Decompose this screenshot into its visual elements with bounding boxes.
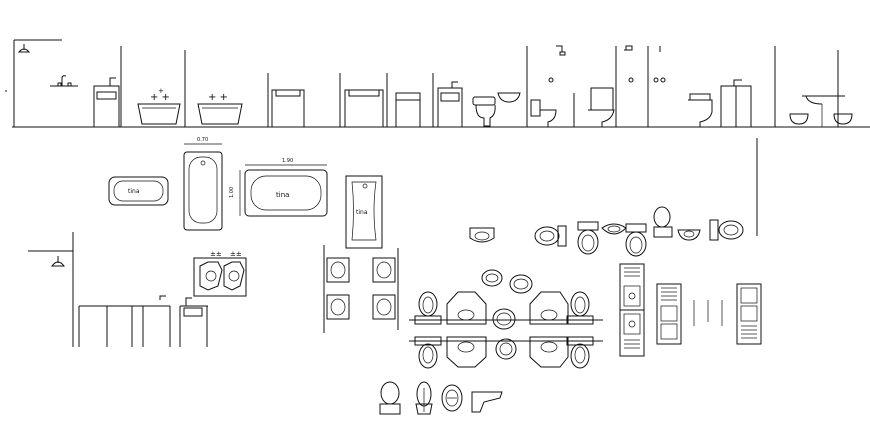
center-fixture-cluster (409, 269, 603, 369)
toilet-elevation-front (653, 206, 673, 238)
svg-text:+: + (158, 87, 164, 95)
bathtub-elevation-1: + + + (137, 87, 181, 125)
wall-basin-plan (469, 227, 495, 243)
toilet-plan-1 (534, 225, 567, 247)
round-basin-3 (492, 308, 516, 330)
wall-sink-elevation (50, 75, 78, 87)
sink-cabinet-elevation-1 (271, 89, 305, 128)
toilet-elevation-1 (472, 96, 496, 127)
toilet-plan-6 (414, 336, 442, 369)
toilet-plan-2 (577, 221, 599, 255)
toilet-side-elevation (415, 381, 433, 415)
vanity-elevation-2 (437, 81, 463, 128)
toilet-plan-4 (709, 219, 744, 241)
double-vanity-elevation (720, 79, 752, 128)
basin-plan-small (677, 229, 701, 241)
bidet-elevation (441, 384, 463, 412)
shower-mixer-icon (548, 45, 566, 83)
tina-label-2: tina (276, 191, 289, 199)
toilet-elevation-4 (688, 93, 713, 127)
toilet-plan-7 (566, 291, 594, 325)
shower-mixer-icon-3 (653, 46, 666, 83)
toilet-front-elevation (379, 381, 401, 415)
pedestal-sink-elevation (789, 95, 853, 127)
double-kitchen-sink-1 (656, 283, 682, 345)
sink-cabinet-elevation-2 (344, 89, 384, 128)
dimension-marks (693, 300, 723, 326)
kitchen-sink-2 (619, 309, 645, 357)
vanity-elevation (93, 77, 120, 128)
toilet-elevation-2 (530, 99, 557, 127)
svg-text:±±: ±± (210, 250, 222, 258)
double-kitchen-sink-2 (736, 283, 762, 345)
dimension-190: 1.90 (282, 158, 293, 164)
fixture-plans-row (469, 206, 744, 257)
vanity-counter-3 (529, 291, 569, 325)
dimension-070: 0.70 (197, 137, 208, 143)
tina-label-3: tina (356, 209, 368, 216)
shower-head-icon (17, 44, 31, 53)
lower-elevation-left (28, 232, 208, 347)
shower-mixer-icon-2 (624, 45, 634, 83)
towel-bar-cabinet (395, 92, 421, 128)
bathtub-plan-large: 1.90 1.00 tina (229, 158, 328, 217)
toilet-elevation-3 (588, 87, 615, 127)
kitchen-sink-1 (619, 263, 645, 311)
bathtub-plan-small: tina (108, 176, 169, 206)
bathtub-elevation-2: + + (197, 92, 243, 125)
kitchen-sinks (619, 263, 762, 357)
svg-text:±±: ±± (230, 250, 242, 258)
corner-sinks (323, 245, 399, 333)
shower-head-icon-2 (50, 256, 66, 267)
vanity-elevation-3 (179, 297, 208, 347)
svg-text:+ +: + + (208, 92, 228, 103)
elevation-row: + + + + + (12, 39, 870, 128)
basin-elevation (497, 92, 521, 103)
round-basin-1 (481, 269, 503, 287)
urinal-side-elevation (471, 391, 503, 413)
round-basin-2 (509, 274, 533, 294)
vanity-counter-2 (446, 336, 487, 368)
basin-plan-oval (601, 223, 627, 235)
bathtub-plan-asym: tina (345, 175, 383, 249)
vanity-counter-1 (446, 291, 487, 325)
bathtub-plan-vertical: 0.70 (183, 137, 223, 231)
toilet-plan-3 (625, 223, 647, 257)
toilet-plan-5 (414, 291, 442, 325)
double-vanity-plan: ±± ±± (193, 250, 247, 297)
tina-label-1: tina (128, 188, 140, 195)
toilet-plan-8 (566, 336, 594, 369)
svg-text:+ +: + + (150, 92, 170, 103)
round-basin-4 (495, 338, 517, 360)
dimension-100: 1.00 (229, 187, 235, 198)
bottom-fixtures (379, 381, 503, 415)
